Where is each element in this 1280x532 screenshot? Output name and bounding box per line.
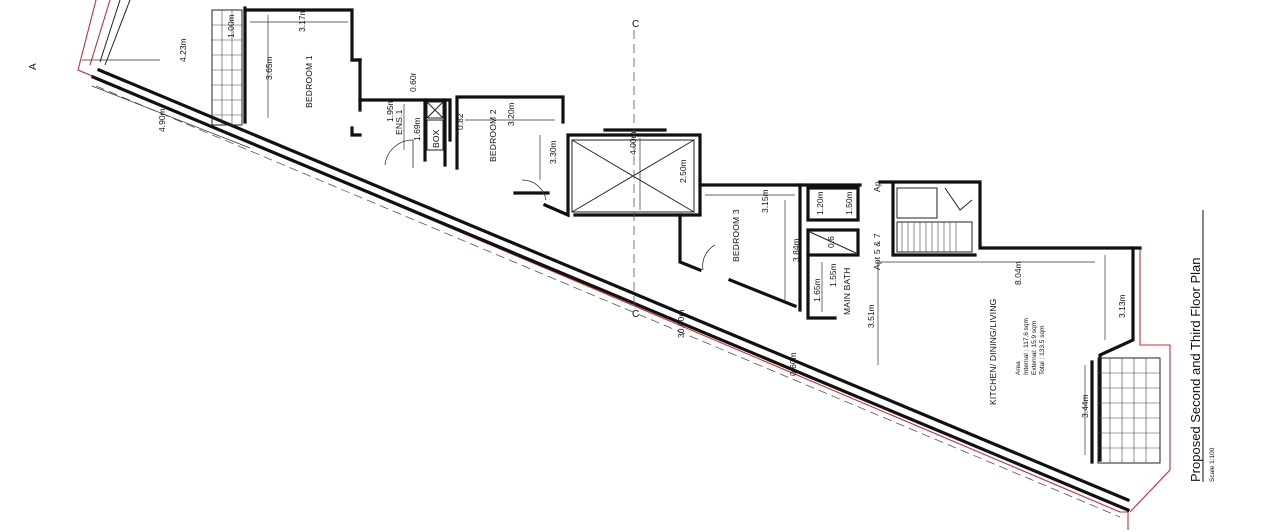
dim-1-20: 1.20m bbox=[815, 191, 825, 215]
dim-4-00: 4.00m bbox=[628, 131, 638, 155]
section-marker-bottom: C bbox=[632, 309, 639, 320]
dim-3-13: 3.13m bbox=[1117, 294, 1127, 318]
dim-1-95: 1.95m bbox=[385, 98, 395, 122]
dim-1-00: 1.00m bbox=[226, 14, 236, 38]
dim-3-65: 3.65m bbox=[264, 56, 274, 80]
door-swings bbox=[384, 139, 716, 271]
room-label-bedroom-1: BEDROOM 1 bbox=[304, 55, 314, 108]
diagonal-external-wall bbox=[82, 59, 1131, 518]
stair-core bbox=[878, 180, 1142, 257]
section-marker-top: C bbox=[632, 19, 639, 30]
area-total: Total : 133.5 sqm bbox=[1039, 326, 1046, 376]
dim-3-51: 3.51m bbox=[866, 304, 876, 328]
dim-3-30: 3.30m bbox=[548, 140, 558, 164]
dim-2-50: 2.50m bbox=[678, 159, 688, 183]
dim-1-50: 1.50m bbox=[844, 191, 854, 215]
room-label-box: BOX bbox=[431, 129, 441, 148]
drawing-title: Proposed Second and Third Floor Plan bbox=[1188, 257, 1203, 482]
dim-0-60r: 0.60r bbox=[408, 72, 418, 92]
main-bath-walls bbox=[798, 183, 862, 320]
ensuite-box-walls bbox=[358, 58, 452, 167]
site-boundary bbox=[77, 0, 1171, 530]
area-heading: Area bbox=[1015, 361, 1022, 375]
dim-0-6: 0.6 bbox=[826, 236, 836, 248]
dim-4-23: 4.23m bbox=[178, 38, 188, 62]
dim-4-90: 4.90m bbox=[157, 108, 167, 132]
area-external: External: 15.9 sqm bbox=[1031, 321, 1038, 375]
room-label-ensuite: ENS.1 bbox=[394, 109, 404, 135]
room-label-main-bath: MAIN BATH bbox=[842, 268, 852, 315]
dim-3-15: 3.15m bbox=[760, 189, 770, 213]
dim-8-04: 8.04m bbox=[1013, 261, 1023, 285]
lightwell bbox=[542, 128, 702, 218]
drawing-scale: Scale 1:100 bbox=[1209, 447, 1216, 482]
room-label-kitchen: KITCHEN/ DINING/LIVING bbox=[988, 299, 998, 405]
dim-1-55: 1.55m bbox=[828, 263, 838, 287]
dim-0-60m: 0.60m bbox=[788, 352, 798, 376]
dim-30-00: 30.00m bbox=[676, 310, 686, 338]
room-label-bedroom-2: BEDROOM 2 bbox=[488, 109, 498, 162]
room-label-bedroom-3: BEDROOM 3 bbox=[731, 209, 741, 262]
dim-3-20: 3.20m bbox=[506, 102, 516, 126]
dim-1-69: 1.69m bbox=[412, 117, 422, 141]
dim-3-84: 3.84m bbox=[791, 238, 801, 262]
section-marker-left: A bbox=[28, 63, 39, 70]
room-label-ap: Ap bbox=[872, 181, 882, 192]
kitchen-living-walls bbox=[877, 246, 1161, 464]
terrace-grid-top-left bbox=[99, 0, 243, 126]
dim-0-82: 0.82 bbox=[455, 113, 465, 130]
dim-3-44: 3.44m bbox=[1080, 394, 1090, 418]
dim-3-17: 3.17m bbox=[297, 8, 307, 32]
room-label-apartment: Apt 5 & 7 bbox=[872, 233, 882, 270]
bedroom-2-walls bbox=[455, 95, 565, 195]
dim-1-65: 1.65m bbox=[812, 278, 822, 302]
area-internal: Internal : 117.6 sqm bbox=[1023, 318, 1030, 375]
